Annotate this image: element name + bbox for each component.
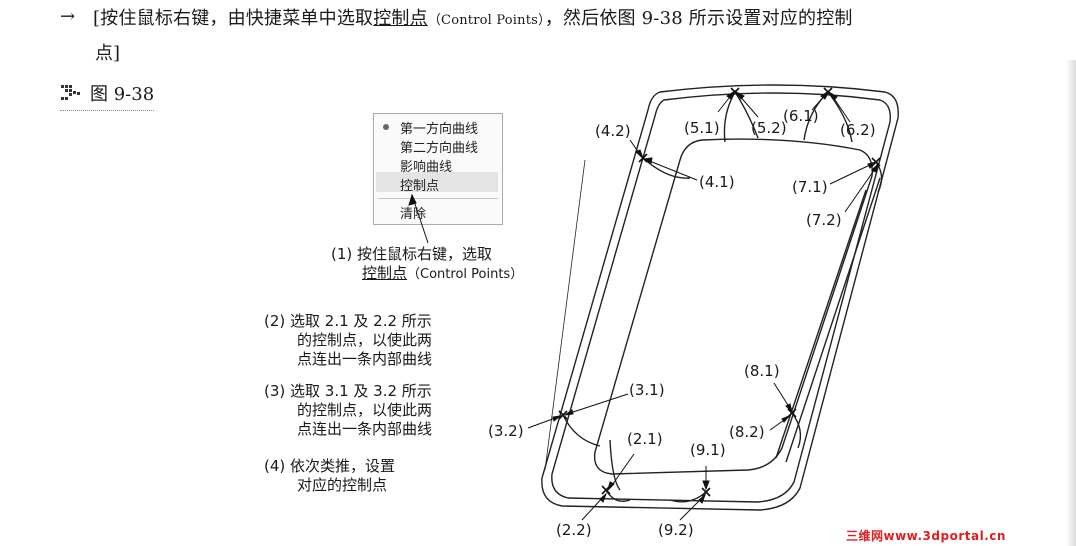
note-4-line-2: 对应的控制点	[297, 476, 388, 494]
point-label-7-1: (7.1)	[792, 178, 828, 196]
point-label-3-1: (3.1)	[629, 381, 665, 399]
menu-item-first-direction-curve[interactable]: 第一方向曲线	[400, 122, 479, 137]
phone-outer-rim	[551, 92, 891, 503]
leader-lines	[408, 89, 879, 521]
point-label-2-2: (2.2)	[556, 521, 592, 539]
instruction-prefix: [按住鼠标右键，由快捷菜单中选取	[93, 8, 374, 29]
instruction-line-1: [按住鼠标右键，由快捷菜单中选取控制点（Control Points），然后依图…	[93, 4, 853, 30]
instruction-menu-english: （Control Points）	[427, 13, 545, 28]
point-label-3-2: (3.2)	[488, 422, 524, 440]
menu-separator	[378, 198, 498, 199]
instruction-menu-name: 控制点	[373, 8, 428, 29]
note-3: (3) 选取 3.1 及 3.2 所示 的控制点，以使此两 点连出一条内部曲线	[264, 382, 432, 439]
menu-item-second-direction-curve[interactable]: 第二方向曲线	[400, 141, 479, 156]
curve-5b	[734, 91, 759, 139]
note-1: (1) 按住鼠标右键，选取 控制点（Control Points）	[331, 245, 523, 284]
point-label-6-1: (6.1)	[783, 107, 819, 125]
menu-item-highlight	[376, 172, 498, 192]
control-point-9-2	[701, 487, 711, 497]
right-flange-line	[785, 177, 881, 463]
instruction-line-2: 点]	[95, 43, 121, 64]
point-label-6-2: (6.2)	[840, 121, 876, 139]
point-label-7-2: (7.2)	[806, 211, 842, 229]
point-label-8-1: (8.1)	[744, 362, 780, 380]
menu-item-control-points[interactable]: 控制点	[400, 179, 440, 194]
leader-arrowhead-note-1	[408, 193, 417, 206]
radio-dot-icon	[383, 124, 389, 130]
instruction-suffix: ，然后依图 9-38 所示设置对应的控制	[544, 8, 853, 29]
bottom-left-curve	[609, 439, 621, 491]
point-label-9-1: (9.1)	[690, 441, 726, 459]
figure-label: 图 9-38	[60, 80, 155, 111]
note-2-line-1: (2) 选取 2.1 及 2.2 所示	[264, 312, 432, 330]
instruction-arrow: →	[60, 6, 76, 27]
figure-number: 图 9-38	[90, 84, 155, 105]
phone-outer-outline	[541, 84, 899, 511]
page-edge-shadow	[1066, 60, 1076, 546]
point-label-4-1: (4.1)	[699, 173, 735, 191]
note-3-line-2: 的控制点，以使此两	[297, 401, 433, 419]
control-point-3-2	[558, 410, 568, 420]
note-2-line-2: 的控制点，以使此两	[297, 331, 433, 349]
curve-5a	[723, 91, 736, 143]
menu-item-influence-curve[interactable]: 影响曲线	[400, 160, 453, 175]
point-label-9-2: (9.2)	[658, 521, 694, 539]
left-inner-edge	[544, 159, 586, 471]
point-label-5-2: (5.2)	[751, 119, 787, 137]
control-point-8	[787, 408, 797, 418]
note-1-line-1: (1) 按住鼠标右键，选取	[331, 245, 493, 263]
note-4-line-1: (4) 依次类推，设置	[264, 457, 396, 475]
note-3-line-1: (3) 选取 3.1 及 3.2 所示	[264, 382, 432, 400]
note-1-menu-name: 控制点	[362, 264, 408, 282]
note-2-line-3: 点连出一条内部曲线	[297, 350, 433, 368]
site-watermark: 三维网www.3dportal.cn	[846, 529, 1006, 543]
note-1-line-2: 控制点（Control Points）	[362, 264, 523, 284]
note-3-line-3: 点连出一条内部曲线	[297, 420, 433, 438]
context-menu: 第一方向曲线 第二方向曲线 影响曲线 控制点 清除	[373, 113, 503, 225]
right-flange-line-2	[775, 189, 867, 459]
note-4: (4) 依次类推，设置 对应的控制点	[264, 457, 395, 495]
curve-3	[562, 414, 601, 447]
point-label-5-1: (5.1)	[684, 119, 720, 137]
note-2: (2) 选取 2.1 及 2.2 所示 的控制点，以使此两 点连出一条内部曲线	[264, 312, 432, 369]
figure-marker-icon	[61, 85, 80, 100]
note-1-menu-english: （Control Points）	[407, 267, 524, 282]
point-label-8-2: (8.2)	[729, 423, 765, 441]
point-label-2-1: (2.1)	[627, 430, 663, 448]
point-label-4-2: (4.2)	[595, 122, 631, 140]
